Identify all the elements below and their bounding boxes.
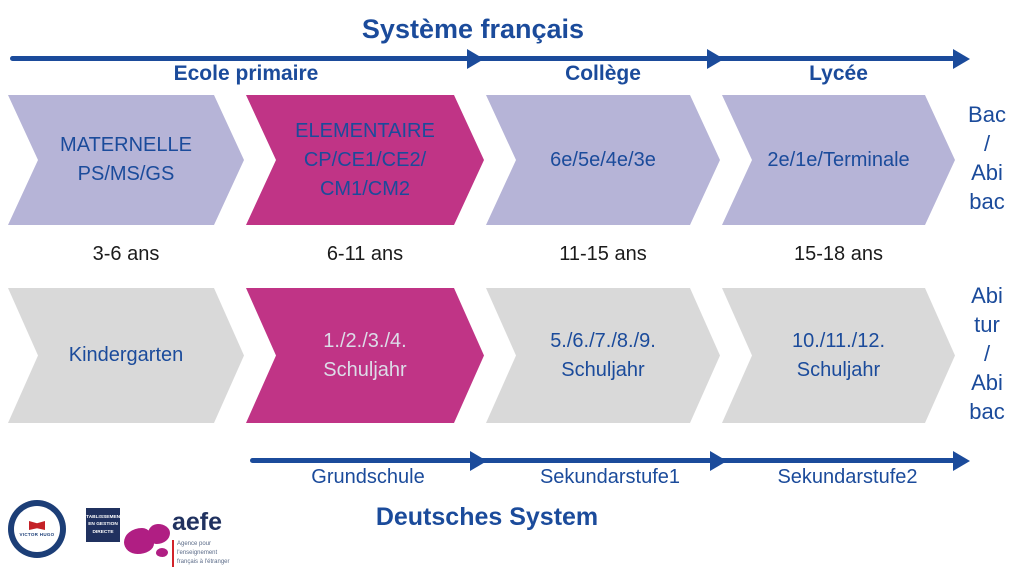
german-diploma-label: Abi tur / Abi bac (969, 283, 1005, 425)
german-section-label-grundschule: Grundschule (311, 466, 425, 488)
map-blob (148, 524, 170, 544)
french-section-label-lycee: Lycée (809, 62, 868, 85)
arrowhead-icon (953, 49, 970, 69)
arrowhead-icon (953, 451, 970, 471)
french-section-label-college: Collège (565, 62, 641, 85)
arrowhead-icon (707, 49, 724, 69)
german-system-title: Deutsches System (375, 503, 599, 531)
french-stage-maternelle: MATERNELLE PS/MS/GS (8, 95, 244, 225)
french-stage-lycee: 2e/1e/Terminale (722, 95, 955, 225)
egd-badge: Établissement en gestion directe (83, 508, 123, 542)
age-label-1: 6-11 ans (326, 243, 404, 265)
aefe-tagline: Agence pour l'enseignement français à l'… (172, 540, 235, 567)
aefe-wordmark: aefe (172, 508, 223, 536)
school-logo: VICTOR HUGO (8, 500, 66, 558)
world-map-icon (124, 524, 170, 560)
arrowhead-icon (470, 451, 487, 471)
open-book-icon (29, 521, 45, 530)
french-stage-college: 6e/5e/4e/3e (486, 95, 720, 225)
german-stage-grundschule: 1./2./3./4. Schuljahr (246, 288, 484, 423)
german-stage-kindergarten: Kindergarten (8, 288, 244, 423)
age-label-0: 3-6 ans (92, 243, 160, 265)
age-label-3: 15-18 ans (794, 243, 883, 265)
arrowhead-icon (467, 49, 484, 69)
french-diploma-label: Bac / Abi bac (968, 102, 1006, 215)
german-stage-sekundarstufe1: 5./6./7./8./9. Schuljahr (486, 288, 720, 423)
french-stage-elementaire: ELEMENTAIRE CP/CE1/CE2/ CM1/CM2 (246, 95, 484, 225)
french-system-title: Système français (361, 14, 585, 44)
school-crest: VICTOR HUGO (14, 506, 60, 552)
german-stage-sekundarstufe2: 10./11./12. Schuljahr (722, 288, 955, 423)
map-blob (156, 548, 168, 557)
arrowhead-icon (710, 451, 727, 471)
age-label-2: 11-15 ans (559, 243, 647, 265)
german-timeline (250, 458, 956, 463)
school-logo-text: VICTOR HUGO (19, 532, 55, 537)
german-section-label-sekundarstufe1: Sekundarstufe1 (539, 466, 681, 488)
french-section-label-primaire: Ecole primaire (173, 62, 319, 85)
german-section-label-sekundarstufe2: Sekundarstufe2 (777, 466, 918, 488)
